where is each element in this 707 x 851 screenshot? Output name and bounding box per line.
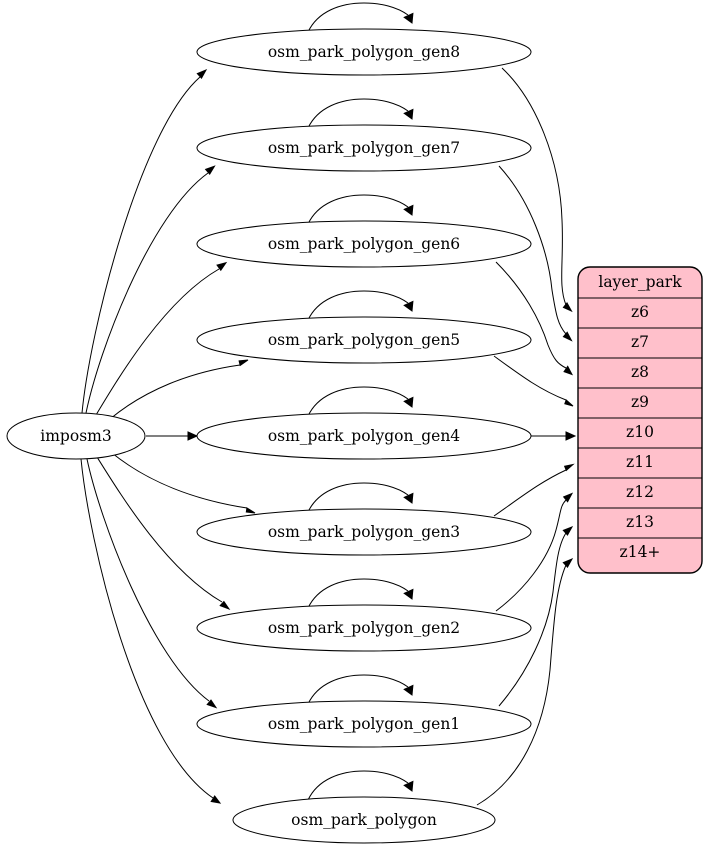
node-osm-park-polygon-gen2[interactable]: osm_park_polygon_gen2	[196, 604, 532, 652]
self-loop-osm-park-polygon	[307, 770, 414, 801]
node-osm-park-polygon[interactable]: osm_park_polygon	[232, 796, 496, 844]
node-osm-park-polygon-gen7[interactable]: osm_park_polygon_gen7	[196, 124, 532, 172]
edge-gen8-to-z6	[501, 67, 573, 313]
table-row-z12[interactable]	[578, 477, 702, 509]
self-loop-gen1	[307, 674, 414, 705]
node-osm-park-polygon-gen8-label: osm_park_polygon_gen8	[268, 43, 460, 61]
node-osm-park-polygon-label: osm_park_polygon	[291, 811, 437, 829]
node-osm-park-polygon-gen1[interactable]: osm_park_polygon_gen1	[196, 700, 532, 748]
layer-park-table: layer_park z6 z7 z8 z9 z10 z11 z12 z13 z…	[577, 266, 703, 574]
node-osm-park-polygon-gen3-label: osm_park_polygon_gen3	[268, 523, 460, 541]
table-row-z6-label: z6	[631, 303, 649, 321]
self-loop-gen5	[307, 290, 414, 321]
edge-imposm3-to-osm-park-polygon	[80, 458, 222, 804]
node-osm-park-polygon-gen4[interactable]: osm_park_polygon_gen4	[196, 412, 532, 460]
edge-gen6-to-z8	[495, 261, 574, 376]
node-osm-park-polygon-gen6[interactable]: osm_park_polygon_gen6	[196, 220, 532, 268]
table-row-z8-label: z8	[631, 363, 649, 381]
node-imposm3-shape[interactable]	[6, 412, 146, 460]
edge-osm-park-polygon-to-z14	[476, 557, 574, 806]
table-row-z14plus-label: z14+	[620, 543, 661, 561]
node-osm-park-polygon-gen8[interactable]: osm_park_polygon_gen8	[196, 28, 532, 76]
node-osm-park-polygon-gen5[interactable]: osm_park_polygon_gen5	[196, 316, 532, 364]
edge-gen2-to-z12	[495, 492, 574, 612]
self-loop-gen6	[307, 194, 414, 225]
edge-gen1-to-z13	[498, 526, 574, 707]
node-osm-park-polygon-gen7-label: osm_park_polygon_gen7	[268, 139, 460, 157]
node-osm-park-polygon-gen6-shape[interactable]	[196, 220, 532, 268]
node-osm-park-polygon-gen7-shape[interactable]	[196, 124, 532, 172]
edge-gen4-to-z10	[531, 431, 577, 441]
self-loop-gen4	[307, 386, 414, 417]
node-osm-park-polygon-gen6-label: osm_park_polygon_gen6	[268, 235, 460, 253]
edge-imposm3-to-gen6	[95, 261, 228, 416]
node-osm-park-polygon-gen3[interactable]: osm_park_polygon_gen3	[196, 508, 532, 556]
edge-imposm3-to-gen1	[86, 458, 218, 709]
table-row-z10[interactable]	[578, 417, 702, 449]
table-header-label: layer_park	[598, 273, 682, 291]
node-osm-park-polygon-gen4-shape[interactable]	[196, 412, 532, 460]
node-osm-park-polygon-gen5-shape[interactable]	[196, 316, 532, 364]
edge-imposm3-to-gen8	[81, 68, 208, 414]
self-loop-gen7	[307, 98, 414, 129]
node-osm-park-polygon-gen5-label: osm_park_polygon_gen5	[268, 331, 460, 349]
table-header-cell[interactable]	[578, 267, 702, 299]
node-osm-park-polygon-gen8-shape[interactable]	[196, 28, 532, 76]
node-osm-park-polygon-shape[interactable]	[232, 796, 496, 844]
table-row-z11-label: z11	[626, 453, 654, 471]
node-imposm3-label: imposm3	[40, 427, 111, 445]
table-row-z9-label: z9	[631, 393, 649, 411]
edge-imposm3-to-gen3	[111, 452, 256, 514]
node-osm-park-polygon-gen4-label: osm_park_polygon_gen4	[268, 427, 460, 445]
node-osm-park-polygon-gen2-shape[interactable]	[196, 604, 532, 652]
table-row-z14plus[interactable]	[578, 537, 702, 573]
node-osm-park-polygon-gen1-label: osm_park_polygon_gen1	[268, 715, 460, 733]
self-loops	[307, 2, 414, 801]
node-imposm3[interactable]: imposm3	[6, 412, 146, 460]
table-row-z12-label: z12	[626, 483, 654, 501]
edges-nodes-to-table	[476, 67, 577, 806]
edge-imposm3-to-gen4	[146, 431, 199, 441]
node-osm-park-polygon-gen2-label: osm_park_polygon_gen2	[268, 619, 460, 637]
table-outline	[577, 266, 703, 574]
nodes: imposm3 osm_park_polygon_gen8 osm_park_p…	[6, 28, 532, 844]
table-row-z13[interactable]	[578, 507, 702, 539]
table-row-z13-label: z13	[626, 513, 654, 531]
edges-source-to-nodes	[80, 68, 256, 804]
node-osm-park-polygon-gen3-shape[interactable]	[196, 508, 532, 556]
table-row-z11[interactable]	[578, 447, 702, 479]
edge-imposm3-to-gen5	[109, 359, 249, 420]
table-row-z7-label: z7	[631, 333, 649, 351]
self-loop-gen2	[307, 578, 414, 609]
table-row-z6[interactable]	[578, 297, 702, 329]
edge-imposm3-to-gen7	[85, 165, 216, 414]
self-loop-gen8	[307, 2, 414, 33]
edge-gen5-to-z9	[493, 355, 574, 407]
node-osm-park-polygon-gen1-shape[interactable]	[196, 700, 532, 748]
edge-gen3-to-z11	[493, 463, 575, 517]
table-row-z8[interactable]	[578, 357, 702, 389]
table-row-z10-label: z10	[626, 423, 654, 441]
edge-gen7-to-z7	[498, 165, 573, 342]
edge-imposm3-to-gen2	[96, 456, 231, 611]
table-row-z7[interactable]	[578, 327, 702, 359]
self-loop-gen3	[307, 482, 414, 513]
